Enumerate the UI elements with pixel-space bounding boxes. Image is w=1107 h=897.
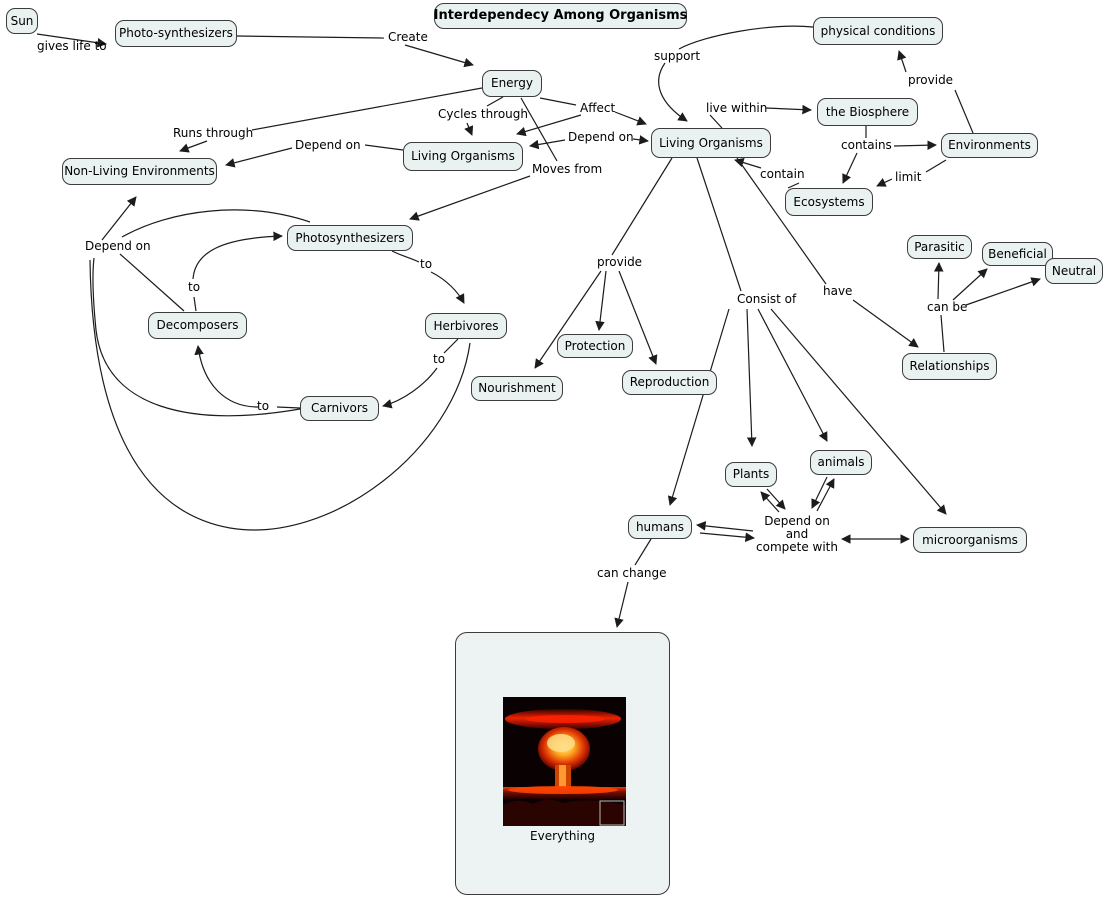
link-to-photosynthesizers-herbivores[interactable]: to [420, 257, 433, 271]
node-beneficial[interactable]: Beneficial [982, 242, 1053, 266]
edges-group [36, 25, 1041, 628]
node-environments[interactable]: Environments [941, 133, 1038, 158]
node-plants[interactable]: Plants [725, 462, 777, 487]
link-runs-through[interactable]: Runs through [173, 126, 254, 140]
node-reproduction[interactable]: Reproduction [622, 370, 717, 395]
link-to-herbivores-carnivors[interactable]: to [433, 352, 446, 366]
node-decomposers[interactable]: Decomposers [148, 312, 247, 339]
node-physical-conditions[interactable]: physical conditions [813, 17, 943, 45]
node-ecosystems[interactable]: Ecosystems [785, 188, 873, 216]
link-consist-of[interactable]: Consist of [737, 292, 797, 306]
node-energy[interactable]: Energy [482, 70, 542, 97]
node-the-biosphere[interactable]: the Biosphere [817, 98, 918, 126]
link-contains[interactable]: contains [841, 138, 892, 152]
link-support[interactable]: support [654, 49, 701, 63]
link-provide-left[interactable]: provide [597, 255, 643, 269]
link-create[interactable]: Create [388, 30, 428, 44]
node-nourishment[interactable]: Nourishment [471, 376, 563, 401]
node-everything[interactable]: Everything [455, 632, 670, 895]
link-gives-life-to[interactable]: gives life to [37, 39, 107, 53]
link-can-be[interactable]: can be [927, 300, 968, 314]
link-moves-from[interactable]: Moves from [532, 162, 603, 176]
link-limit[interactable]: limit [895, 170, 922, 184]
link-depend-compete-line2: and [785, 527, 809, 542]
link-to-carnivors-decomposers[interactable]: to [257, 399, 270, 413]
node-relationships[interactable]: Relationships [902, 353, 997, 380]
link-cycles-through[interactable]: Cycles through [438, 107, 529, 121]
link-depend-on-and-compete-with[interactable]: Depend on and compete with [745, 514, 849, 555]
node-photo-synthesizers[interactable]: Photo-synthesizers [115, 20, 237, 47]
node-photosynthesizers[interactable]: Photosynthesizers [287, 225, 413, 251]
link-depend-on-right[interactable]: Depend on [568, 130, 634, 144]
link-provide-right[interactable]: provide [908, 73, 954, 87]
node-herbivores[interactable]: Herbivores [425, 313, 507, 339]
link-to-decomposers-photosynthesizers[interactable]: to [188, 280, 201, 294]
link-affect[interactable]: Affect [580, 101, 616, 115]
node-living-organisms-right[interactable]: Living Organisms [651, 128, 771, 158]
everything-caption: Everything [530, 829, 595, 843]
link-depend-on-mid[interactable]: Depend on [295, 138, 361, 152]
link-can-change[interactable]: can change [597, 566, 667, 580]
link-contain[interactable]: contain [760, 167, 805, 181]
node-protection[interactable]: Protection [557, 334, 633, 358]
node-living-organisms-left[interactable]: Living Organisms [403, 142, 523, 171]
node-sun[interactable]: Sun [6, 8, 38, 34]
node-animals[interactable]: animals [810, 450, 872, 475]
node-carnivors[interactable]: Carnivors [300, 396, 379, 421]
map-title: Interdependecy Among Organisms [434, 3, 687, 29]
node-neutral[interactable]: Neutral [1045, 258, 1103, 284]
link-depend-on-left[interactable]: Depend on [85, 239, 151, 253]
link-depend-compete-line3: compete with [756, 540, 838, 555]
link-depend-compete-line1: Depend on [764, 514, 830, 528]
node-microorganisms[interactable]: microorganisms [913, 527, 1027, 553]
node-non-living-environments[interactable]: Non-Living Environments [62, 158, 217, 185]
node-humans[interactable]: humans [628, 515, 692, 539]
node-parasitic[interactable]: Parasitic [907, 235, 972, 259]
link-live-within[interactable]: live within [706, 101, 768, 115]
link-have[interactable]: have [823, 284, 853, 298]
nuclear-explosion-image [503, 697, 626, 826]
